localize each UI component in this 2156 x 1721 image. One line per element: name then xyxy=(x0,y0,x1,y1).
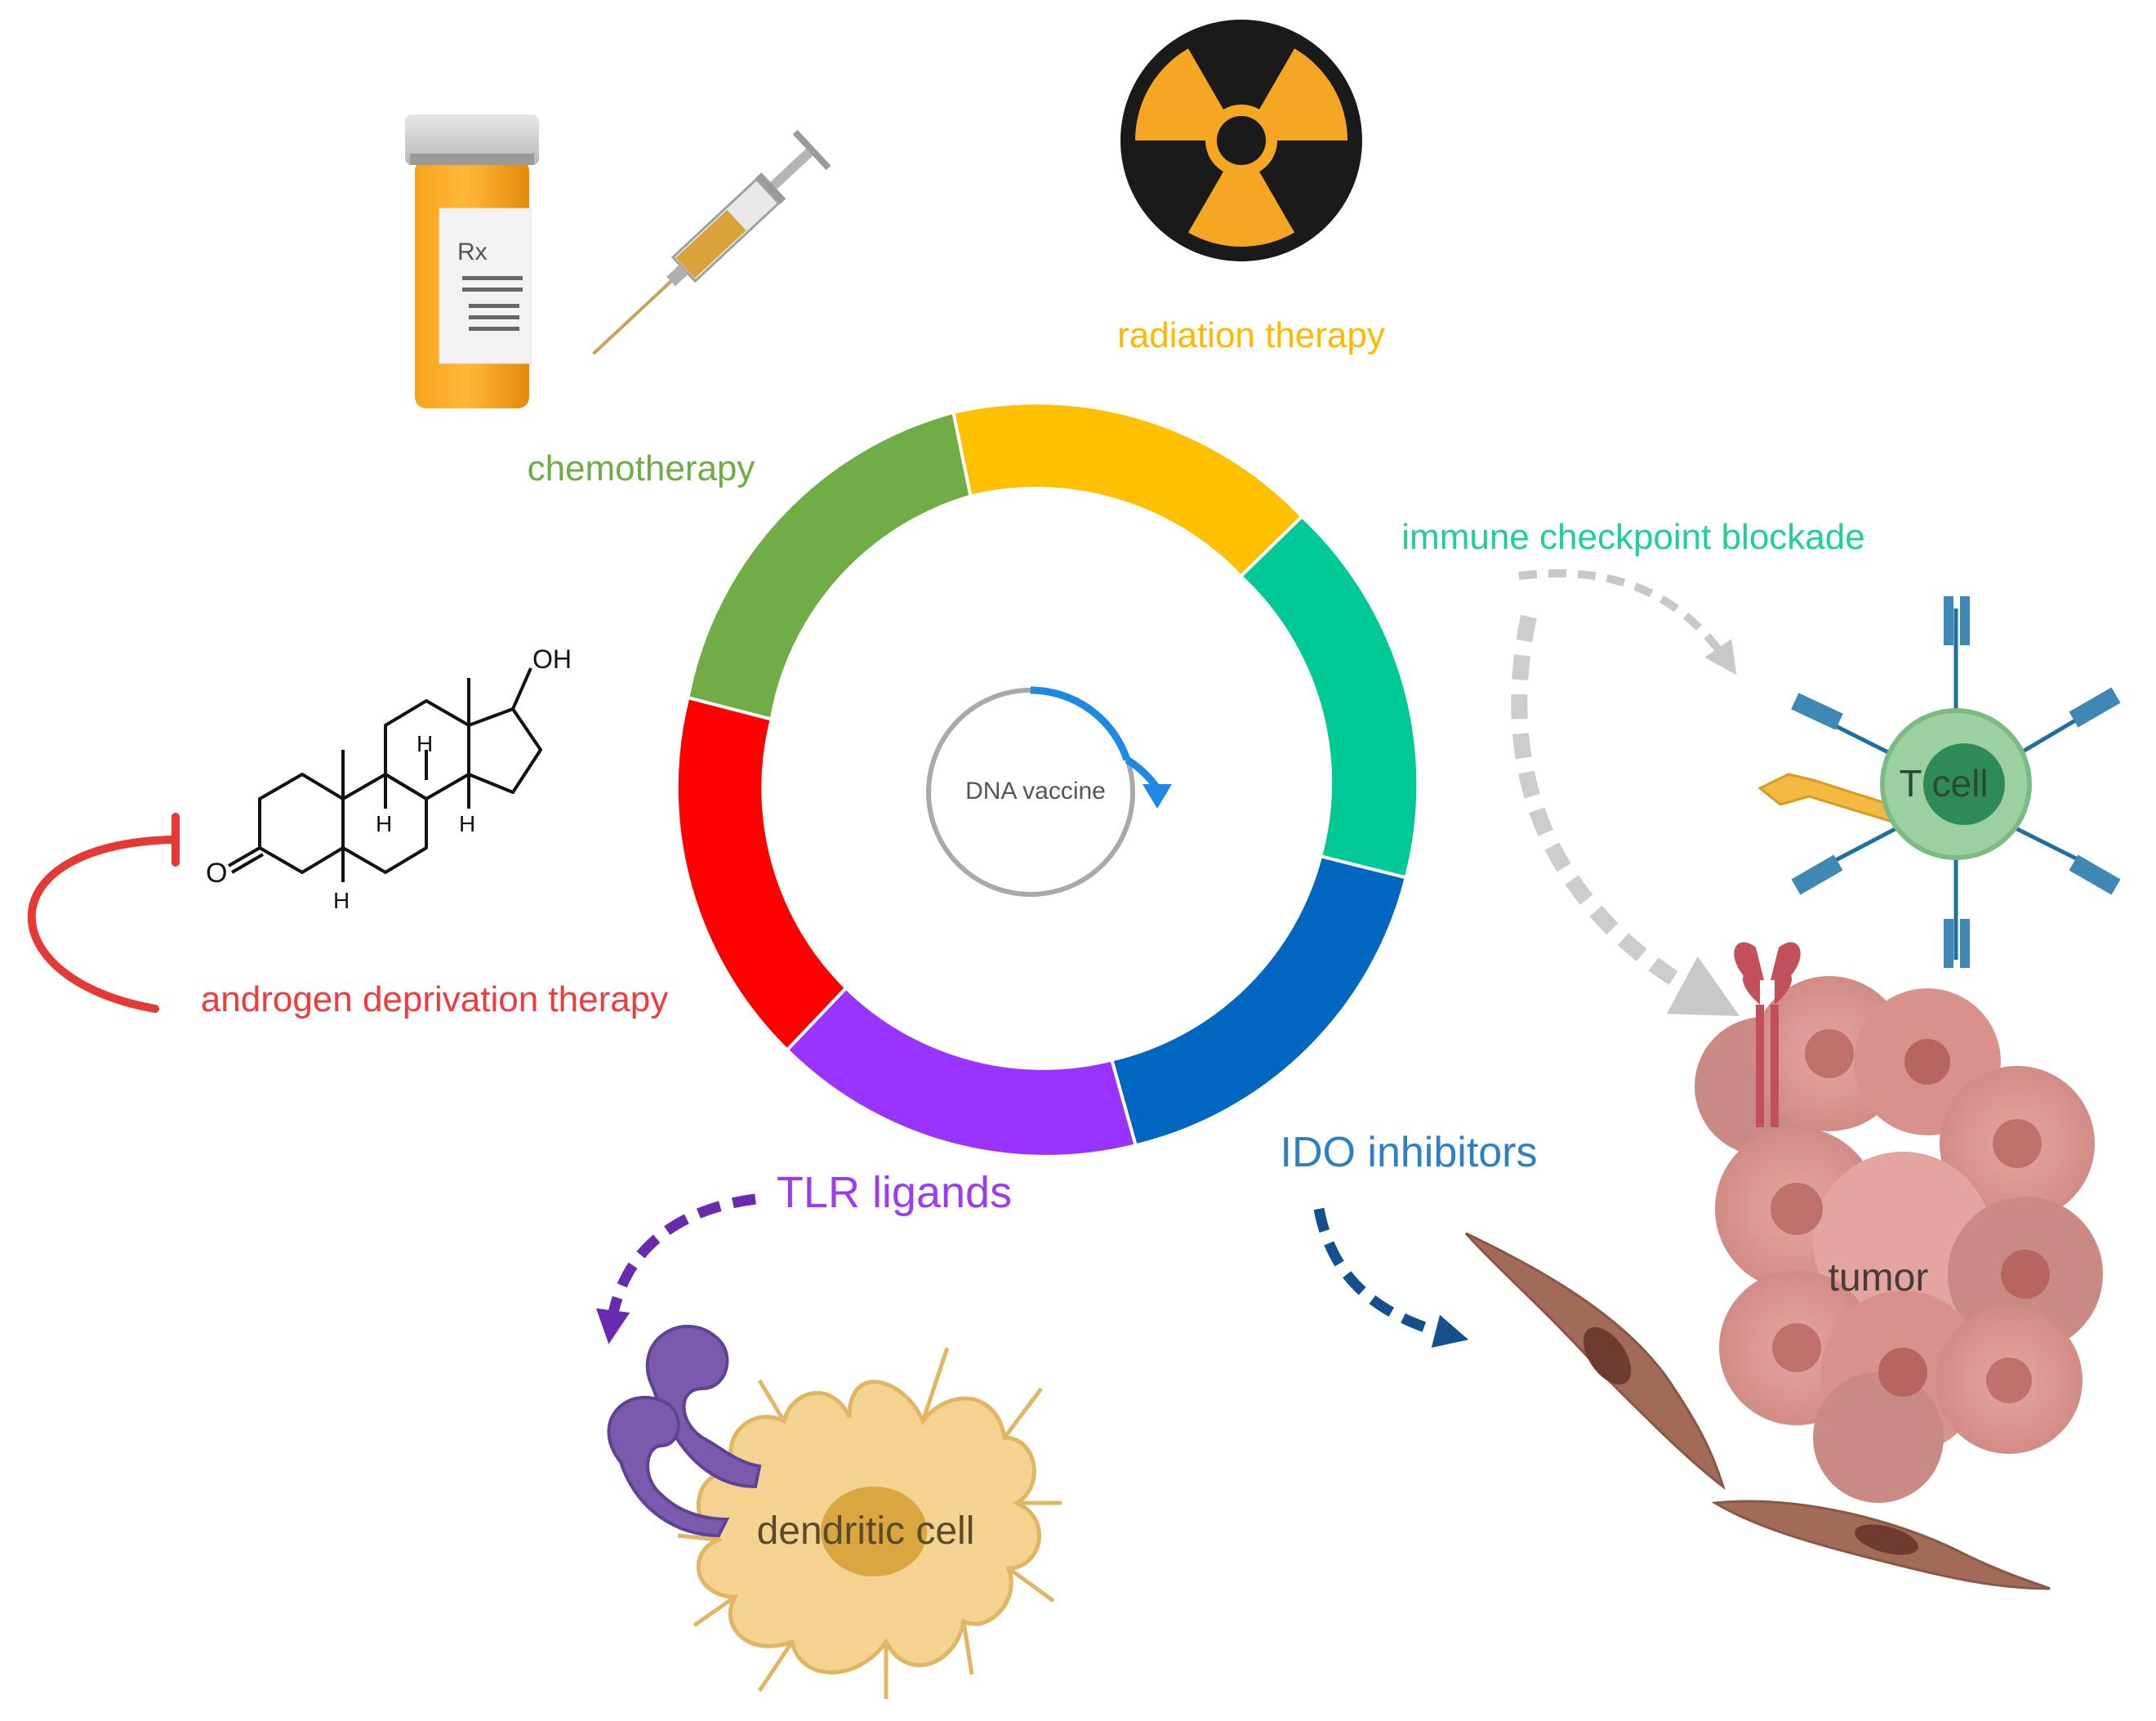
therapy-ring xyxy=(675,401,1420,1158)
dna-plasmid-icon xyxy=(926,686,1172,897)
tumor-label: tumor xyxy=(1829,1256,1929,1300)
hydroxyl-group-label: OH xyxy=(532,644,572,674)
ring-segment-tlr xyxy=(784,985,1138,1158)
dendritic-cell-icon xyxy=(677,1347,1062,1699)
ring-segment-chemotherapy xyxy=(686,410,973,722)
t-cell-label: T cell xyxy=(1899,762,1988,805)
tumor-icon xyxy=(1695,942,2103,1503)
ring-segment-ido xyxy=(1109,854,1409,1148)
ido-inhibitors-label: IDO inhibitors xyxy=(1281,1129,1538,1176)
hydrogen-label-2: H xyxy=(376,811,392,836)
hydrogen-label-3: H xyxy=(416,731,433,756)
tlr-receptor-icon xyxy=(607,1324,762,1538)
dendritic-cell-label: dendritic cell xyxy=(757,1509,975,1553)
radiation-icon xyxy=(1120,20,1362,261)
checkpoint-to-tcell-arrow xyxy=(1518,569,1737,675)
ring-segment-immune-checkpoint xyxy=(1238,514,1420,880)
hydrogen-label-4: H xyxy=(459,811,475,836)
steroid-molecule xyxy=(227,667,542,882)
androgen-deprivation-therapy-label: androgen deprivation therapy xyxy=(201,979,668,1019)
chemotherapy-label: chemotherapy xyxy=(528,448,755,488)
immune-checkpoint-blockade-label: immune checkpoint blockade xyxy=(1401,517,1864,557)
hydrogen-label-1: H xyxy=(333,888,350,913)
tlr-ligands-label: TLR ligands xyxy=(777,1168,1012,1217)
ido-to-fibroblast-arrow xyxy=(1313,1207,1469,1349)
fibroblast-icon xyxy=(1464,1232,2051,1590)
pill-bottle-icon: Rx xyxy=(405,114,539,408)
ring-segment-radiation xyxy=(951,401,1305,579)
checkpoint-to-tumor-arrow xyxy=(1511,614,1740,1016)
tlr-to-dendritic-arrow xyxy=(595,1193,756,1344)
oxygen-atom-label: O xyxy=(206,858,227,889)
androgen-inhibition-arrow xyxy=(27,836,176,1013)
radiation-therapy-label: radiation therapy xyxy=(1117,315,1385,355)
rx-symbol: Rx xyxy=(457,239,488,265)
t-cell-icon xyxy=(1757,596,2121,968)
syringe-icon xyxy=(592,129,831,355)
ring-segment-androgen xyxy=(675,695,849,1053)
dna-vaccine-label: DNA vaccine xyxy=(965,778,1106,805)
